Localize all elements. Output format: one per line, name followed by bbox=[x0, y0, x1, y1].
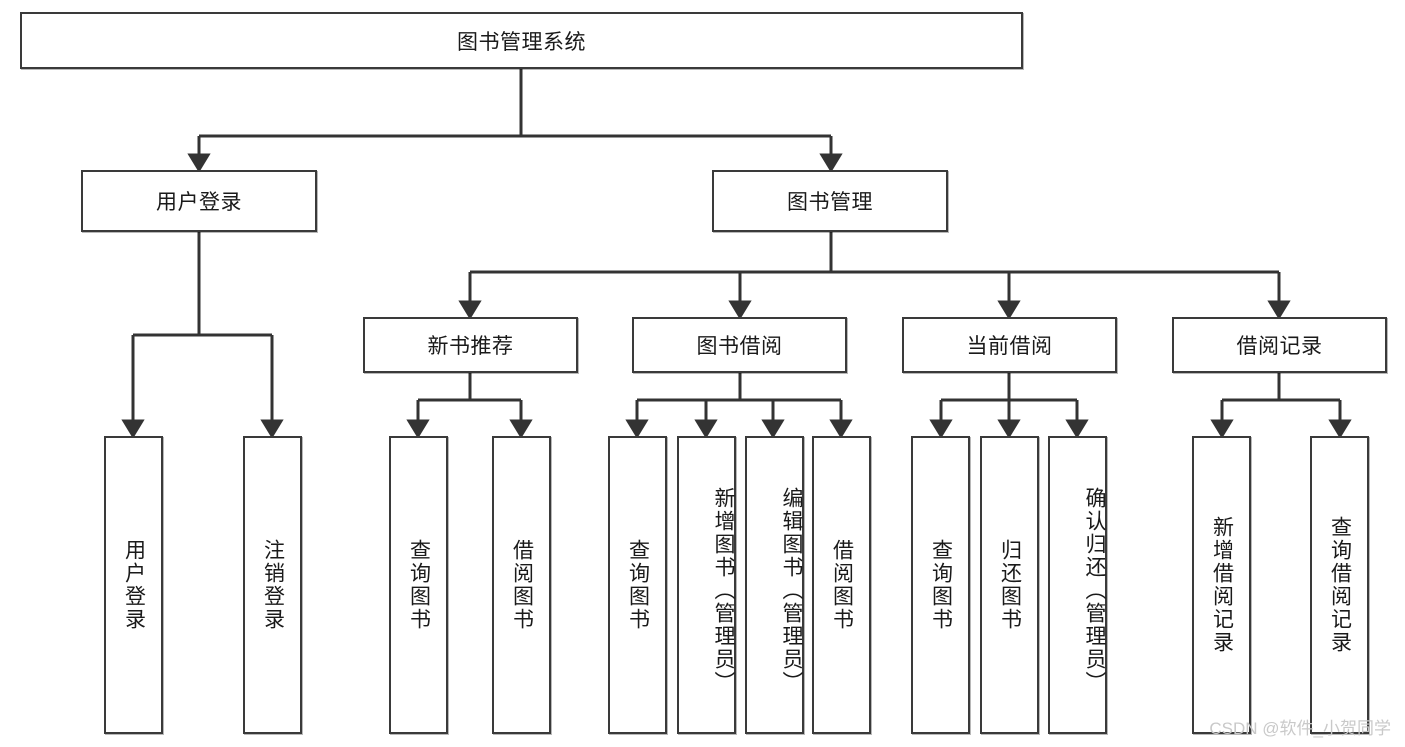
node-leaf-return-book-label: 归还图书 bbox=[998, 539, 1022, 631]
node-leaf-add-borrow-record-label: 新增借阅记录 bbox=[1210, 516, 1234, 654]
node-leaf-borrow-book-1-label: 借阅图书 bbox=[510, 539, 534, 631]
node-root[interactable]: 图书管理系统 bbox=[20, 12, 1023, 69]
node-user-login-label: 用户登录 bbox=[156, 191, 242, 214]
node-new-book-recommend-label: 新书推荐 bbox=[427, 335, 514, 358]
node-leaf-user-login-label: 用户登录 bbox=[122, 539, 146, 631]
node-leaf-query-book-3-label: 查询图书 bbox=[929, 539, 953, 631]
node-leaf-logout-login-label: 注销登录 bbox=[261, 539, 285, 631]
node-leaf-return-book[interactable]: 归还图书 bbox=[980, 436, 1039, 734]
node-borrow-record-label: 借阅记录 bbox=[1236, 335, 1323, 358]
node-leaf-confirm-return[interactable]: 确认归还（管理员） bbox=[1048, 436, 1107, 734]
node-leaf-query-borrow-record[interactable]: 查询借阅记录 bbox=[1310, 436, 1369, 734]
node-leaf-query-borrow-record-label: 查询借阅记录 bbox=[1328, 516, 1352, 654]
node-book-manage-label: 图书管理 bbox=[787, 191, 873, 214]
node-current-borrow-label: 当前借阅 bbox=[966, 335, 1053, 358]
node-current-borrow[interactable]: 当前借阅 bbox=[902, 317, 1117, 373]
node-leaf-borrow-book-2[interactable]: 借阅图书 bbox=[812, 436, 871, 734]
node-leaf-query-book-3[interactable]: 查询图书 bbox=[911, 436, 970, 734]
node-leaf-borrow-book-1[interactable]: 借阅图书 bbox=[492, 436, 551, 734]
node-book-manage[interactable]: 图书管理 bbox=[712, 170, 948, 232]
node-root-label: 图书管理系统 bbox=[457, 30, 586, 54]
node-user-login[interactable]: 用户登录 bbox=[81, 170, 317, 232]
node-leaf-confirm-return-label: 确认归还（管理员） bbox=[1083, 486, 1106, 694]
node-leaf-query-book-2-label: 查询图书 bbox=[626, 539, 650, 631]
node-leaf-logout-login[interactable]: 注销登录 bbox=[243, 436, 302, 734]
node-book-borrow-label: 图书借阅 bbox=[696, 335, 783, 358]
node-leaf-add-book[interactable]: 新增图书（管理员） bbox=[677, 436, 736, 734]
node-leaf-add-book-label: 新增图书（管理员） bbox=[712, 486, 735, 694]
node-leaf-add-borrow-record[interactable]: 新增借阅记录 bbox=[1192, 436, 1251, 734]
node-leaf-user-login[interactable]: 用户登录 bbox=[104, 436, 163, 734]
node-leaf-edit-book-label: 编辑图书（管理员） bbox=[780, 486, 803, 694]
node-leaf-query-book-1-label: 查询图书 bbox=[407, 539, 431, 631]
node-borrow-record[interactable]: 借阅记录 bbox=[1172, 317, 1387, 373]
node-leaf-query-book-1[interactable]: 查询图书 bbox=[389, 436, 448, 734]
node-leaf-query-book-2[interactable]: 查询图书 bbox=[608, 436, 667, 734]
node-leaf-borrow-book-2-label: 借阅图书 bbox=[830, 539, 854, 631]
node-new-book-recommend[interactable]: 新书推荐 bbox=[363, 317, 578, 373]
node-leaf-edit-book[interactable]: 编辑图书（管理员） bbox=[745, 436, 804, 734]
node-book-borrow[interactable]: 图书借阅 bbox=[632, 317, 847, 373]
